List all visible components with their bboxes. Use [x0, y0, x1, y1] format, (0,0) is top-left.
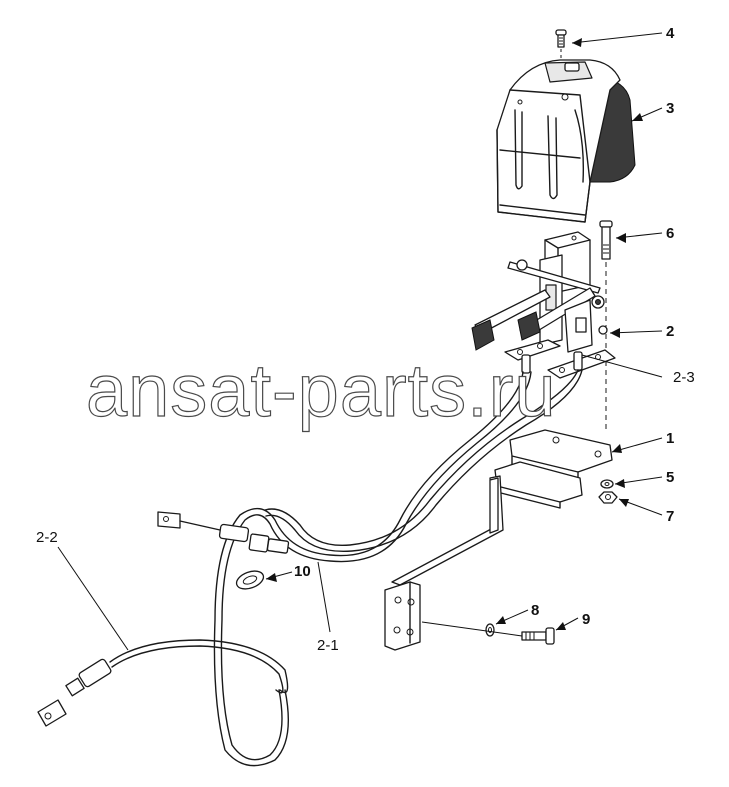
- label-5: 5: [666, 469, 674, 486]
- cable-part-2-2: [37, 639, 289, 727]
- label-4: 4: [666, 25, 675, 42]
- bolt-part-9: [521, 627, 555, 645]
- assembly-axis: [421, 621, 523, 637]
- nut-part-7: [598, 491, 618, 504]
- leader-lines: [57, 32, 663, 651]
- label-7: 7: [666, 508, 674, 525]
- label-2-3: 2-3: [673, 369, 695, 386]
- cover-housing-part-3: [496, 59, 636, 223]
- label-2: 2: [666, 323, 674, 340]
- bracket-part-1: [384, 429, 613, 651]
- bolt-part-6: [599, 220, 613, 430]
- screw-part-4: [555, 29, 567, 60]
- label-1: 1: [666, 430, 674, 447]
- washer-part-8: [485, 623, 495, 637]
- label-10: 10: [294, 563, 311, 580]
- part-labels: 4 3 6 2 2-3 1 5 7 2-2 10 8 9 2-1: [36, 25, 695, 654]
- label-2-2: 2-2: [36, 529, 58, 546]
- label-3: 3: [666, 100, 674, 117]
- label-9: 9: [582, 611, 590, 628]
- watermark-text: ansat-parts.ru: [86, 349, 557, 432]
- label-8: 8: [531, 602, 539, 619]
- cable-part-2-1: [213, 369, 583, 767]
- cable-end-fitting: [157, 511, 290, 554]
- lever-assembly-part-2: [471, 231, 616, 379]
- label-2-1: 2-1: [317, 637, 339, 654]
- clip-part-10: [235, 570, 265, 590]
- label-6: 6: [666, 225, 674, 242]
- washer-part-5: [600, 479, 614, 489]
